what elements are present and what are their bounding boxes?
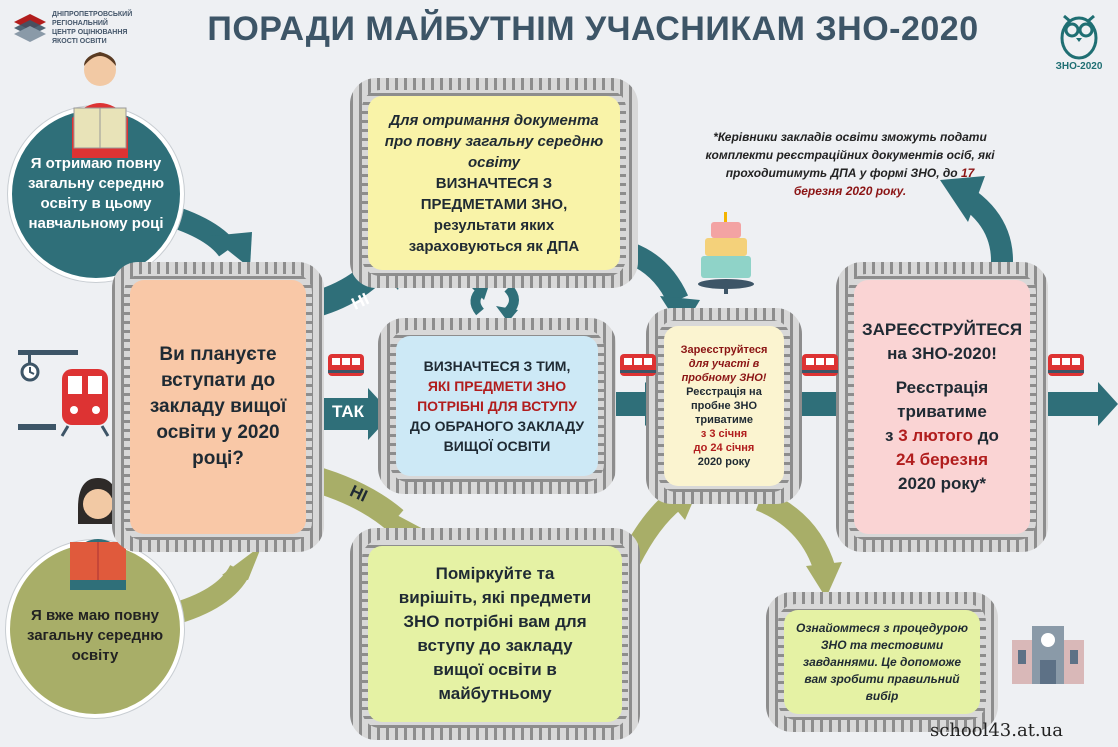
trial-line1: Зареєструйтеся [680,344,768,356]
trial-track: Зареєструйтеся для участі в пробному ЗНО… [646,308,802,504]
train-icon [802,354,838,376]
station-icon [18,350,110,437]
footnote-text: *Керівники закладів освіти зможуть подат… [705,130,995,180]
procedure-track: Ознайомтеся з процедурою ЗНО та тестовим… [766,592,998,732]
dpa-line1: Для отримання документа про повну загаль… [384,111,604,171]
arrow-icon [210,232,252,268]
train-icon [328,354,364,376]
main-reg-year: 2020 року* [898,474,986,493]
procedure-text: Ознайомтеся з процедурою ЗНО та тестовим… [795,620,968,703]
dpa-line3: результати яких зараховуються як ДПА [408,216,580,255]
circle-already-have-education: Я вже маю повну загальну середню освіту [6,478,184,718]
main-reg-track: ЗАРЕЄСТРУЙТЕСЯ на ЗНО-2020! Реєстрація т… [836,262,1048,552]
cake-icon [698,212,754,294]
dpa-box: Для отримання документа про повну загаль… [368,96,620,270]
footnote-date: 17 березня 2020 року. [793,166,975,198]
circle-getting-education: Я отримаю повну загальну середню освіту … [8,52,184,282]
zno-owl-logo: ЗНО-2020 [1048,6,1110,76]
think-text: Поміркуйте та вирішіть, які предмети ЗНО… [398,564,592,703]
trial-line2: для участі в пробному ЗНО! [681,358,767,384]
student-girl-reading-icon [70,478,126,590]
dpa-track: Для отримання документа про повну загаль… [350,78,638,288]
owl-caption: ЗНО-2020 [1055,61,1103,72]
subjects-line3: ДО ОБРАНОГО ЗАКЛАДУ ВИЩОЇ ОСВІТИ [409,418,585,454]
trial-box: Зареєструйтеся для участі в пробному ЗНО… [664,326,784,486]
main-reg-line1: ЗАРЕЄСТРУЙТЕСЯ на ЗНО-2020! [861,320,1023,363]
rcoyo-logo: ДНІПРОПЕТРОВСЬКИЙ РЕГІОНАЛЬНИЙ ЦЕНТР ОЦІ… [12,8,162,48]
watermark: school43.at.ua [930,720,1063,741]
train-icon [1048,354,1084,376]
yes-label: ТАК [332,402,364,421]
question-track: Ви плануєте вступати до закладу вищої ос… [112,262,324,552]
subjects-box: ВИЗНАЧТЕСЯ З ТИМ, ЯКІ ПРЕДМЕТИ ЗНО ПОТРІ… [396,336,598,476]
page-title: ПОРАДИ МАЙБУТНІМ УЧАСНИКАМ ЗНО-2020 [207,10,979,48]
circle-bottom-text: Я вже маю повну загальну середню освіту [26,607,164,664]
think-box: Поміркуйте та вирішіть, які предмети ЗНО… [368,546,622,722]
question-text: Ви плануєте вступати до закладу вищої ос… [149,344,287,469]
trial-year: 2020 року [697,456,751,468]
train-icon [620,354,656,376]
subjects-track: ВИЗНАЧТЕСЯ З ТИМ, ЯКІ ПРЕДМЕТИ ЗНО ПОТРІ… [378,318,616,494]
logo-text: ДНІПРОПЕТРОВСЬКИЙ РЕГІОНАЛЬНИЙ ЦЕНТР ОЦІ… [52,11,133,45]
circle-top-text: Я отримаю повну загальну середню освіту … [27,155,165,232]
main-reg-to: 24 березня [895,450,989,469]
dpa-line2: ВИЗНАЧТЕСЯ З ПРЕДМЕТАМИ ЗНО, [420,174,568,213]
trial-from: з 3 січня [700,428,748,440]
footnote: *Керівники закладів освіти зможуть подат… [700,128,1000,200]
question-box: Ви плануєте вступати до закладу вищої ос… [130,280,306,534]
think-track: Поміркуйте та вирішіть, які предмети ЗНО… [350,528,640,740]
main-reg-from: з 3 лютого до [885,426,999,445]
university-building-icon [1012,626,1084,684]
trial-line3: Реєстрація на пробне ЗНО триватиме [686,386,762,426]
owl-icon [1060,14,1098,60]
student-reading-icon [72,52,128,158]
subjects-line1: ВИЗНАЧТЕСЯ З ТИМ, [423,358,571,374]
subjects-line2: ЯКІ ПРЕДМЕТИ ЗНО ПОТРІБНІ ДЛЯ ВСТУПУ [417,378,577,414]
logo-mark-icon [14,14,46,42]
trial-to: до 24 січня [693,442,755,454]
main-reg-line2: Реєстрація триватиме [895,378,989,421]
main-reg-box: ЗАРЕЄСТРУЙТЕСЯ на ЗНО-2020! Реєстрація т… [854,280,1030,534]
procedure-box: Ознайомтеся з процедурою ЗНО та тестовим… [784,610,980,714]
